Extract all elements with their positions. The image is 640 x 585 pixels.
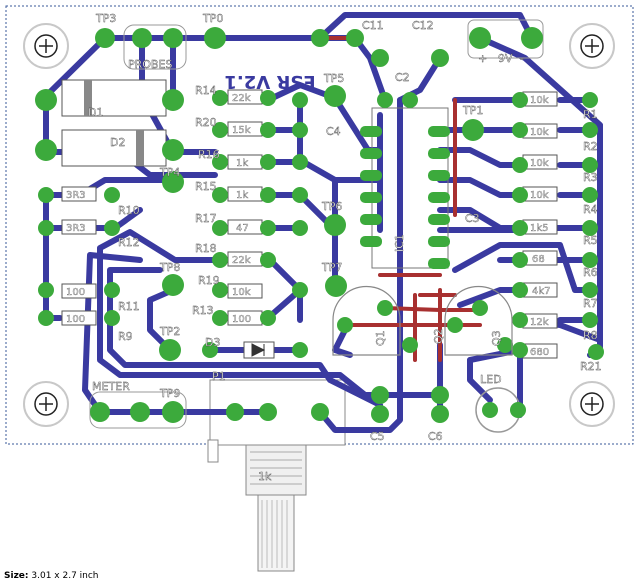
label-r1: R1	[583, 108, 598, 121]
value-r7: 4k7	[532, 286, 551, 297]
value-r15: 1k	[236, 190, 248, 201]
value-r2: 10k	[530, 127, 549, 138]
label-tp2: TP2	[159, 325, 180, 338]
bottom-layer-traces	[318, 36, 482, 362]
value-r20: 15k	[232, 125, 251, 136]
value-r5: 1k5	[530, 223, 549, 234]
label-r19: R19	[198, 274, 220, 287]
value-r17: 47	[236, 223, 249, 234]
label-r12: R12	[118, 236, 140, 249]
label-d3: D3	[205, 336, 220, 349]
label-tp8: TP8	[159, 261, 180, 274]
label-tp9: TP9	[159, 387, 180, 400]
label-ic1: IC1	[393, 234, 406, 252]
value-r6: 68	[532, 254, 545, 265]
label-c11: C11	[362, 19, 384, 32]
label-tp5: TP5	[323, 72, 344, 85]
left-resistor-refs: R14 R20 R16 R15 R17 R18 R19 R13 R10 R12 …	[118, 84, 220, 343]
mounting-hole-bl	[23, 381, 69, 427]
label-r13: R13	[192, 304, 214, 317]
label-r14: R14	[195, 84, 217, 97]
mounting-hole-br	[569, 381, 615, 427]
board-title: ESR V2.1	[224, 71, 315, 92]
label-q1: Q1	[374, 330, 387, 346]
value-r18: 22k	[232, 255, 251, 266]
label-led: LED	[480, 373, 502, 386]
label-tp7: TP7	[321, 261, 342, 274]
battery-connector-outline	[467, 19, 544, 59]
label-pot-value: 1k	[258, 470, 272, 483]
label-q3: Q3	[490, 330, 503, 346]
value-r11: 100	[66, 287, 85, 298]
label-minus: -	[520, 52, 524, 65]
silkscreen-labels: TP3 TP0 PROBES TP5 TP1 TP4 TP6 TP8 TP7 T…	[88, 12, 524, 483]
label-r4: R4	[583, 203, 598, 216]
value-r19: 10k	[232, 287, 251, 298]
value-r3: 10k	[530, 158, 549, 169]
label-d2: D2	[110, 136, 125, 149]
probes-outline	[123, 24, 187, 70]
label-plus: +	[478, 52, 487, 65]
label-r11: R11	[118, 300, 140, 313]
label-d1: D1	[88, 106, 103, 119]
label-meter: METER	[92, 380, 130, 393]
pads	[35, 27, 604, 423]
value-r1: 10k	[530, 95, 549, 106]
label-probes: PROBES	[128, 58, 172, 71]
value-r8: 12k	[530, 317, 549, 328]
label-tp0: TP0	[202, 12, 223, 25]
label-r3: R3	[583, 171, 598, 184]
label-r5: R5	[583, 234, 598, 247]
transistor-outlines	[332, 285, 513, 356]
label-c6: C6	[428, 430, 443, 443]
label-9v: 9V	[498, 52, 513, 65]
value-r12: 3R3	[66, 223, 86, 234]
mounting-hole-tl	[23, 23, 69, 69]
label-tp3: TP3	[95, 12, 116, 25]
label-r20: R20	[195, 116, 217, 129]
value-r21: 680	[530, 347, 549, 358]
label-q2: Q2	[432, 328, 445, 344]
label-tp1: TP1	[462, 104, 483, 117]
ic1-pads	[360, 126, 450, 269]
value-r4: 10k	[530, 190, 549, 201]
label-r16: R16	[198, 148, 220, 161]
size-caption-label: Size:	[4, 571, 29, 581]
label-p1: P1	[212, 370, 226, 383]
value-r10: 3R3	[66, 190, 86, 201]
label-c2: C2	[395, 71, 410, 84]
diode-bodies	[61, 79, 275, 359]
label-tp4: TP4	[159, 166, 180, 179]
label-c4: C4	[326, 125, 341, 138]
label-r8: R8	[583, 329, 598, 342]
label-r2: R2	[583, 140, 598, 153]
label-r10: R10	[118, 204, 140, 217]
value-r9: 100	[66, 314, 85, 325]
label-r17: R17	[195, 212, 217, 225]
size-caption: Size: 3.01 x 2.7 inch	[4, 571, 99, 581]
value-r14: 22k	[232, 93, 251, 104]
label-r7: R7	[583, 297, 598, 310]
label-r6: R6	[583, 266, 598, 279]
label-r21: R21	[580, 360, 602, 373]
left-resistor-values: 22k 15k 1k 1k 47 22k 10k 100 3R3 3R3 100…	[66, 93, 251, 325]
label-c5: C5	[370, 430, 385, 443]
mounting-hole-tr	[569, 23, 615, 69]
label-r15: R15	[195, 180, 217, 193]
size-caption-value: 3.01 x 2.7 inch	[31, 571, 99, 581]
label-c3: C3	[465, 212, 480, 225]
meter-outline	[89, 391, 187, 429]
value-r16: 1k	[236, 158, 248, 169]
label-r9: R9	[118, 330, 133, 343]
label-tp6: TP6	[321, 200, 342, 213]
label-r18: R18	[195, 242, 217, 255]
right-resistor-refs: R1 R2 R3 R4 R5 R6 R7 R8 R21	[580, 108, 602, 373]
label-c12: C12	[412, 19, 434, 32]
board-title-mirrored: ESR V2.1	[224, 71, 315, 92]
value-r13: 100	[232, 314, 251, 325]
right-resistor-values: 10k 10k 10k 10k 1k5 68 4k7 12k 680	[530, 95, 551, 358]
